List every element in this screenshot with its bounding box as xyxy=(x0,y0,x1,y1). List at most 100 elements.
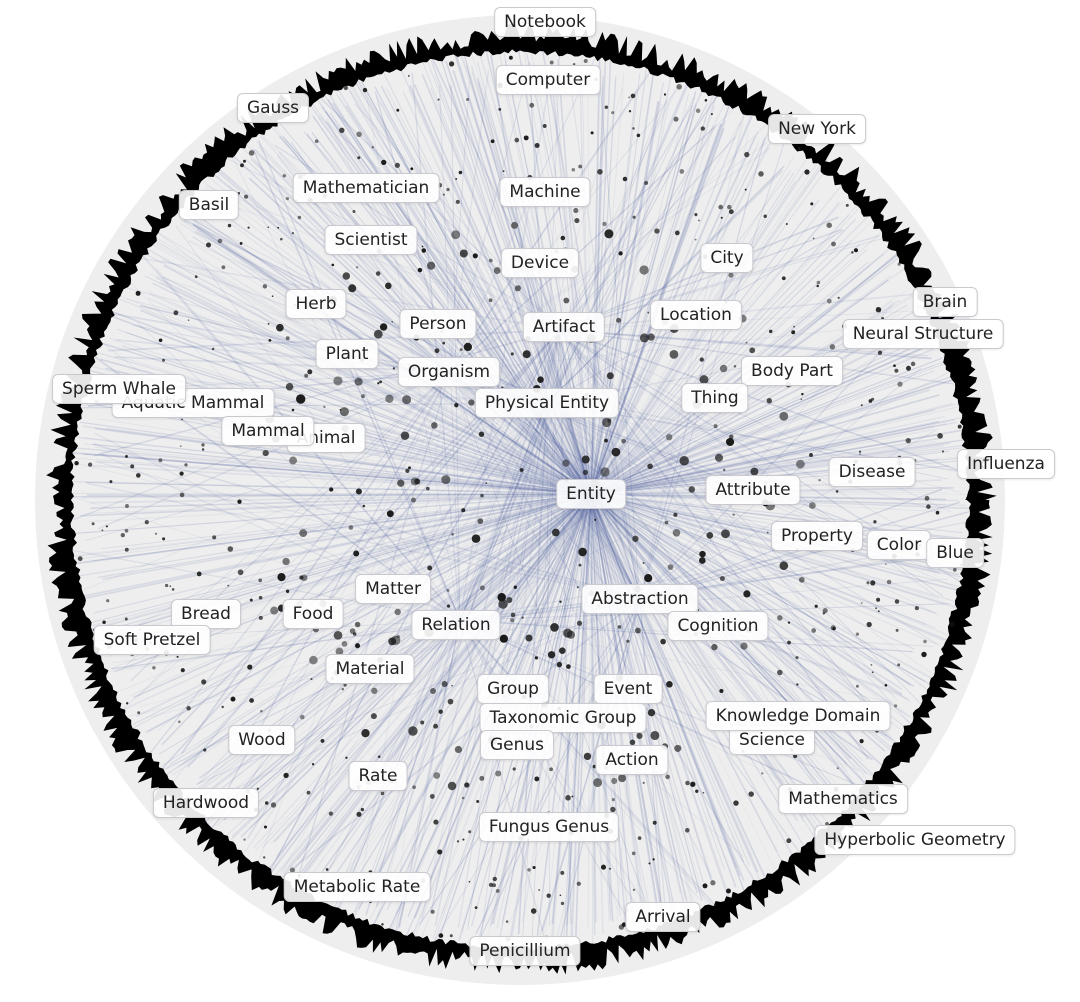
graph-edge xyxy=(465,65,592,495)
graph-edge xyxy=(590,215,878,495)
graph-node xyxy=(451,684,453,687)
graph-edge xyxy=(508,598,641,925)
graph-node xyxy=(348,525,354,530)
graph-node xyxy=(673,116,679,122)
graph-node xyxy=(461,796,465,800)
graph-node xyxy=(221,265,226,270)
graph-edge xyxy=(84,493,592,642)
graph-node xyxy=(371,146,374,149)
graph-edge xyxy=(449,371,911,738)
graph-node xyxy=(125,504,129,508)
graph-node xyxy=(280,237,283,241)
graph-edge xyxy=(546,402,893,725)
graph-edge xyxy=(590,401,967,495)
graph-node xyxy=(154,532,158,535)
graph-edge xyxy=(434,402,548,927)
graph-edge xyxy=(590,101,660,495)
graph-node xyxy=(546,893,551,898)
graph-node xyxy=(818,478,821,482)
graph-edge xyxy=(68,549,461,621)
graph-edge xyxy=(590,493,766,880)
graph-edge xyxy=(141,257,561,331)
graph-node xyxy=(230,696,236,702)
graph-node xyxy=(636,732,643,739)
label-body-part: Body Part xyxy=(741,356,843,386)
graph-edge xyxy=(590,170,805,495)
graph-node xyxy=(239,241,243,245)
graph-edge xyxy=(318,115,561,331)
graph-node xyxy=(343,85,348,91)
graph-node xyxy=(333,630,343,640)
graph-edge xyxy=(590,493,749,900)
graph-edge xyxy=(125,332,592,495)
graph-node xyxy=(449,934,453,938)
graph-node xyxy=(442,193,445,196)
graph-edge xyxy=(127,287,451,373)
graph-node xyxy=(694,213,698,217)
graph-edge xyxy=(590,493,932,679)
label-wood: Wood xyxy=(228,725,296,755)
graph-node xyxy=(471,534,481,543)
graph-node xyxy=(498,599,508,609)
graph-edge xyxy=(418,598,641,926)
graph-node xyxy=(534,656,538,660)
graph-node xyxy=(521,616,524,619)
graph-node xyxy=(809,453,813,457)
graph-node xyxy=(434,348,440,354)
graph-edge xyxy=(590,360,952,495)
graph-node xyxy=(492,876,497,882)
graph-edge xyxy=(151,227,641,600)
graph-edge xyxy=(291,493,592,892)
label-property: Property xyxy=(771,521,863,551)
graph-node xyxy=(263,856,266,859)
graph-edge xyxy=(559,234,880,331)
graph-edge xyxy=(590,118,706,495)
graph-edge xyxy=(590,493,918,722)
graph-edge xyxy=(321,106,592,495)
graph-edge xyxy=(449,99,745,373)
graph-edge xyxy=(590,82,664,495)
graph-node xyxy=(630,93,636,99)
graph-edge xyxy=(521,329,561,958)
graph-node xyxy=(258,615,263,620)
graph-edge xyxy=(64,493,592,498)
graph-node xyxy=(650,730,660,741)
graph-edge xyxy=(253,619,461,849)
graph-node xyxy=(797,146,801,150)
graph-node xyxy=(407,74,410,77)
graph-node xyxy=(660,638,666,645)
graph-edge xyxy=(452,69,592,495)
graph-node xyxy=(352,632,357,636)
graph-edge xyxy=(590,212,873,495)
graph-node xyxy=(495,770,502,777)
graph-edge xyxy=(101,493,592,550)
graph-edge xyxy=(297,493,592,886)
graph-edge xyxy=(459,252,899,621)
graph-node xyxy=(179,471,184,476)
graph-edge xyxy=(459,619,642,914)
graph-node xyxy=(744,188,747,191)
graph-node xyxy=(468,880,471,883)
graph-node xyxy=(632,215,636,219)
graph-edge xyxy=(590,349,933,495)
graph-edge xyxy=(273,493,592,878)
graph-edge xyxy=(459,100,667,621)
graph-node xyxy=(894,704,898,708)
graph-node xyxy=(339,407,349,417)
graph-node xyxy=(282,557,290,566)
graph-edge xyxy=(559,216,839,331)
graph-node xyxy=(581,455,590,464)
graph-node xyxy=(860,404,863,407)
graph-edge xyxy=(590,261,869,495)
graph-node xyxy=(476,800,480,803)
graph-edge xyxy=(590,377,961,495)
graph-node xyxy=(560,870,565,875)
graph-node xyxy=(578,547,587,557)
graph-edge xyxy=(136,322,461,621)
graph-node xyxy=(787,640,791,645)
graph-node xyxy=(306,790,311,795)
graph-node xyxy=(871,397,875,401)
graph-edge xyxy=(539,598,641,936)
graph-edge xyxy=(138,249,592,495)
graph-edge xyxy=(590,493,939,690)
